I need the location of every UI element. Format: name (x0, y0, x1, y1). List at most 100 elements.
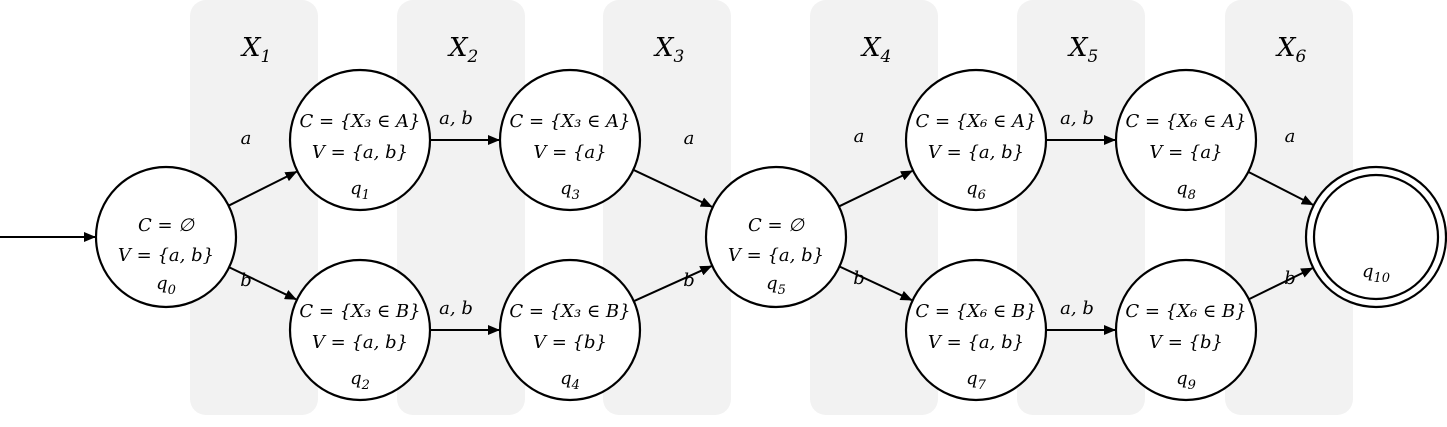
state-vocabulary: V = {a} (533, 142, 606, 163)
transition-q2-q4: a, b (430, 298, 500, 335)
state-q4: C = {X₃ ∈ B} V = {b} q4 (498, 258, 642, 402)
state-id: q7 (966, 368, 987, 393)
state-circle (1114, 258, 1258, 402)
column-band (190, 0, 318, 415)
transition-arrow (228, 266, 297, 301)
state-id: q6 (966, 178, 986, 203)
transition-q0-q1: a (228, 128, 298, 207)
transitions: a b a, b a, b a b a b a, b a, b a b (0, 108, 1314, 335)
transition-q9-q10: b (1248, 267, 1314, 301)
column-label: X1 (240, 33, 271, 67)
transition-q1-q3: a, b (430, 108, 500, 145)
transition-q5-q7: b (839, 265, 913, 301)
state-vocabulary: V = {b} (1149, 332, 1223, 353)
state-id: q2 (350, 368, 370, 393)
transition-label: a, b (1060, 108, 1094, 129)
column-x6: X6 (1225, 0, 1353, 415)
transition-label: a (241, 128, 252, 149)
state-circle (904, 258, 1048, 402)
column-band (397, 0, 525, 415)
state-constraint: C = {X₆ ∈ B} (915, 301, 1036, 322)
state-constraint: C = {X₃ ∈ B} (509, 301, 630, 322)
state-id: q10 (1362, 261, 1390, 286)
column-label: X4 (860, 33, 891, 67)
transition-label: b (683, 270, 695, 291)
state-q7: C = {X₆ ∈ B} V = {a, b} q7 (904, 258, 1048, 402)
state-q9: C = {X₆ ∈ B} V = {b} q9 (1114, 258, 1258, 402)
state-q5: C = ∅V = {a, b}q5 (704, 165, 848, 309)
state-id: q0 (156, 273, 176, 298)
state-circle (94, 165, 238, 309)
state-id: q3 (560, 178, 580, 203)
state-constraint: C = {X₃ ∈ A} (510, 111, 631, 132)
state-circle (288, 68, 432, 212)
state-vocabulary: V = {a, b} (312, 142, 408, 163)
transition-label: a (854, 126, 865, 147)
state-circle (498, 68, 642, 212)
transition-label: b (853, 268, 865, 289)
state-constraint: C = {X₆ ∈ A} (1126, 111, 1247, 132)
transition-q3-q5: a (632, 128, 713, 208)
transition-arrow (632, 168, 713, 208)
transition-q0-q2: b (228, 266, 297, 301)
state-circle (704, 165, 848, 309)
transition-arrow (1248, 267, 1314, 301)
column-band (1225, 0, 1353, 415)
state-q3: C = {X₃ ∈ A} V = {a} q3 (498, 68, 642, 212)
state-constraint: C = {X₆ ∈ A} (916, 111, 1037, 132)
state-q8: C = {X₆ ∈ A} V = {a} q8 (1114, 68, 1258, 212)
accepting-inner-circle (1312, 173, 1440, 301)
transition-arrow (839, 265, 913, 301)
transition-label: a, b (439, 298, 473, 319)
transition-q6-q8: a, b (1046, 108, 1116, 145)
column-x4: X4 (810, 0, 938, 415)
column-label: X5 (1067, 33, 1098, 67)
state-vocabulary: V = {b} (533, 332, 607, 353)
state-vocabulary: V = {a, b} (928, 142, 1024, 163)
transition-label: a, b (439, 108, 473, 129)
transition-arrow (1247, 170, 1314, 206)
state-circle (498, 258, 642, 402)
column-label: X3 (653, 33, 684, 67)
state-id: q4 (560, 368, 580, 393)
state-circle (904, 68, 1048, 212)
transition-q5-q6: a (838, 126, 914, 208)
transition-arrow (633, 265, 713, 303)
state-circle (1114, 68, 1258, 212)
transition-q7-q9: a, b (1046, 298, 1116, 335)
state-constraint: C = {X₆ ∈ B} (1125, 301, 1246, 322)
transition-label: a (1285, 126, 1296, 147)
state-vocabulary: V = {a, b} (118, 245, 214, 266)
column-label: X2 (447, 33, 478, 67)
transition-arrow (228, 170, 298, 207)
state-vocabulary: V = {a} (1149, 142, 1222, 163)
transition-label: b (1284, 268, 1296, 289)
state-constraint: C = ∅ (748, 215, 805, 236)
state-q2: C = {X₃ ∈ B}V = {a, b}q2 (288, 258, 432, 402)
transition-arrow (838, 170, 914, 208)
state-q6: C = {X₆ ∈ A} V = {a, b} q6 (904, 68, 1048, 212)
transition-q4-q5: b (633, 265, 713, 303)
state-q1: C = {X₃ ∈ A}V = {a, b}q1 (288, 68, 432, 212)
state-q0: C = ∅ V = {a, b} q0 (94, 165, 238, 309)
column-x5: X5 (1017, 0, 1145, 415)
column-x2: X2 (397, 0, 525, 415)
state-id: q9 (1176, 368, 1196, 393)
column-band (810, 0, 938, 415)
state-vocabulary: V = {a, b} (928, 332, 1024, 353)
state-q10: q10 (1304, 165, 1447, 309)
column-label: X6 (1275, 33, 1307, 67)
state-constraint: C = {X₃ ∈ B} (299, 301, 420, 322)
state-id: q5 (766, 273, 786, 298)
state-id: q8 (1176, 178, 1196, 203)
state-constraint: C = ∅ (138, 215, 195, 236)
states: C = ∅ V = {a, b} q0 C = {X₃ ∈ A} V = {a, b} q… (94, 68, 1447, 402)
transition-label: a, b (1060, 298, 1094, 319)
state-circle (288, 258, 432, 402)
column-band (1017, 0, 1145, 415)
state-constraint: C = {X₃ ∈ A} (300, 111, 421, 132)
column-x1: X1 (190, 0, 318, 415)
transition-label: a (684, 128, 695, 149)
